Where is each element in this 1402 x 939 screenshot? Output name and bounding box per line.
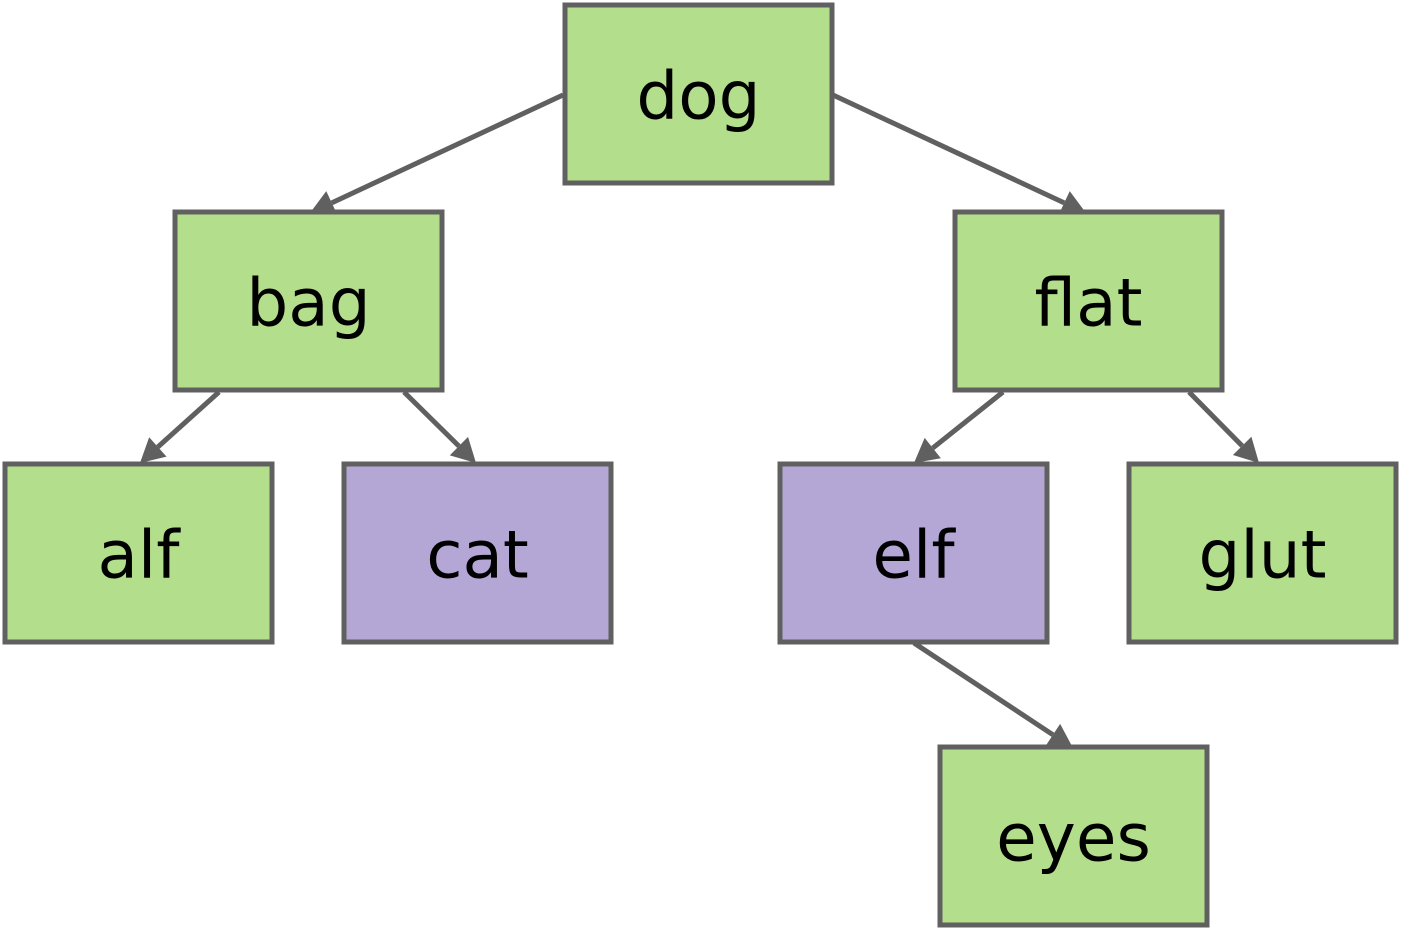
edge-flat-to-glut (1187, 390, 1244, 448)
node-box-bag (172, 209, 445, 393)
node-label-eyes: eyes (996, 800, 1151, 877)
edge-bag-to-alf (156, 390, 221, 449)
node-cat: cat (341, 461, 614, 645)
edge-dog-to-flat (831, 92, 1066, 206)
arrowhead-cat (449, 436, 476, 463)
node-box-flat (952, 209, 1225, 393)
node-box-elf (777, 461, 1050, 645)
arrowhead-glut (1232, 436, 1259, 463)
node-label-elf: elf (872, 517, 956, 594)
edge-elf-to-eyes (912, 640, 1055, 737)
node-flat: flat (952, 209, 1225, 393)
node-bag: bag (172, 209, 445, 393)
node-box-glut (1126, 461, 1399, 645)
node-dog: dog (562, 2, 835, 186)
arrowhead-flat (1058, 191, 1086, 215)
edge-dog-to-bag (330, 92, 565, 206)
node-alf: alf (2, 461, 275, 645)
node-label-glut: glut (1199, 517, 1327, 594)
arrowhead-bag (310, 191, 338, 215)
edges (140, 92, 1259, 748)
node-glut: glut (1126, 461, 1399, 645)
node-label-dog: dog (636, 58, 760, 135)
arrowhead-eyes (1045, 723, 1073, 748)
node-label-cat: cat (426, 517, 529, 594)
node-box-alf (2, 461, 275, 645)
node-label-bag: bag (246, 265, 370, 342)
arrowhead-alf (140, 437, 167, 463)
node-box-eyes (937, 744, 1210, 928)
node-elf: elf (777, 461, 1050, 645)
node-eyes: eyes (937, 744, 1210, 928)
node-box-dog (562, 2, 835, 186)
node-label-flat: flat (1035, 265, 1143, 342)
node-label-alf: alf (97, 517, 181, 594)
edge-flat-to-elf (931, 390, 1005, 450)
node-box-cat (341, 461, 614, 645)
edge-bag-to-cat (402, 390, 461, 448)
arrowhead-elf (914, 437, 941, 463)
